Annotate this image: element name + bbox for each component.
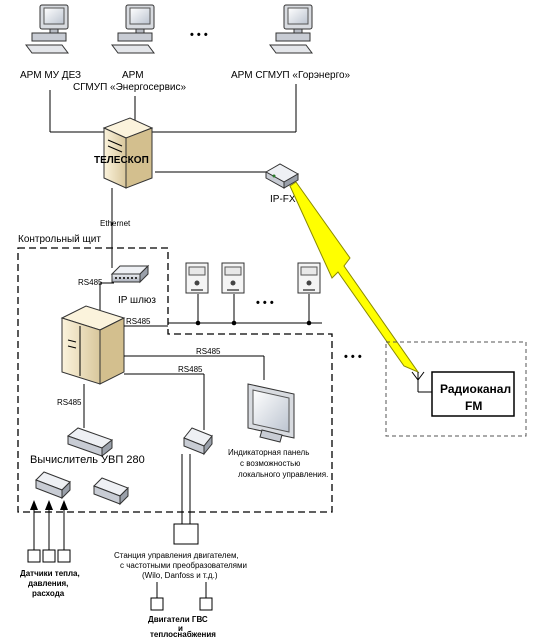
arm-gorenergo: АРМ СГМУП «Горэнерго» <box>231 4 351 81</box>
indicator-panel-label-2: с возможностью <box>240 459 300 468</box>
computer-icon <box>111 4 155 54</box>
ip-fx-device: IP-FX <box>264 163 300 205</box>
calculator-switch: Вычислитель УВП 280 <box>30 427 145 466</box>
rs485-label-meters: RS485 <box>126 317 151 326</box>
sensors-label-3: расхода <box>32 589 65 598</box>
sensors-label-1: Датчики тепла, <box>20 569 80 578</box>
station-label-1: Станция управления двигателем, <box>114 551 239 560</box>
radio-ellipsis: • • • <box>344 351 362 363</box>
motors-label-3: теплоснабжения <box>150 630 216 638</box>
arm-energoservis: АРМ СГМУП «Энергосервис» <box>73 4 186 93</box>
motors-label-1: Двигатели ГВС <box>148 615 208 624</box>
radio-label-1: Радиоканал <box>440 382 511 396</box>
ethernet-label: Ethernet <box>100 219 131 228</box>
telescope-server: ТЕЛЕСКОП <box>94 117 154 189</box>
ip-gateway-label: IP шлюз <box>118 295 156 306</box>
radio-label-2: FM <box>465 399 482 413</box>
controller-cabinet <box>60 305 126 385</box>
sensors: Датчики тепла, давления, расхода <box>20 500 80 598</box>
radio-box <box>431 371 515 417</box>
indicator-panel-label-3: локального управления. <box>238 470 328 479</box>
arm-energoservis-label-1: АРМ <box>122 70 144 81</box>
meter-icon <box>185 262 209 294</box>
indicator-panel: Индикаторная панель с возможностью локал… <box>228 383 328 479</box>
arm-gorenergo-label: АРМ СГМУП «Горэнерго» <box>231 70 351 81</box>
meter-icon <box>221 262 245 294</box>
meter-icon <box>297 262 321 294</box>
calculator-label: Вычислитель УВП 280 <box>30 454 145 466</box>
computer-icon <box>25 4 69 54</box>
control-panel-label: Контрольный щит <box>18 234 101 245</box>
server-label: ТЕЛЕСКОП <box>94 155 149 166</box>
io-module-2 <box>93 477 129 506</box>
station-label-3: (Wilo, Danfoss и т.д.) <box>142 571 218 580</box>
radio-section-border <box>385 341 527 437</box>
indicator-panel-label-1: Индикаторная панель <box>228 448 309 457</box>
workstations-ellipsis: • • • <box>190 29 208 41</box>
ip-gateway: IP шлюз <box>111 265 156 306</box>
station-label-2: с частотными преобразователями <box>120 561 247 570</box>
motor-station: Станция управления двигателем, с частотн… <box>114 454 247 639</box>
lan-lines <box>49 84 297 268</box>
arm-energoservis-label-2: СГМУП «Энергосервис» <box>73 82 186 93</box>
station-switch <box>183 427 213 456</box>
heat-meters: • • • <box>168 262 322 326</box>
arm-mu-dez-label: АРМ МУ ДЕЗ <box>20 70 81 81</box>
radio-antenna-icon <box>411 371 432 393</box>
rs485-label-gateway: RS485 <box>78 278 103 287</box>
computer-icon <box>269 4 313 54</box>
gateway-icon <box>111 265 149 283</box>
ip-fx-label: IP-FX <box>270 194 296 205</box>
rs485-label-station: RS485 <box>178 365 203 374</box>
meters-ellipsis: • • • <box>256 297 274 309</box>
arm-mu-dez: АРМ МУ ДЕЗ <box>20 4 81 81</box>
motors-label-2: и <box>178 624 183 633</box>
control-panel-border <box>17 247 333 513</box>
rs485-label-calculator: RS485 <box>57 398 82 407</box>
sensors-label-2: давления, <box>28 579 68 588</box>
io-module-1 <box>35 471 71 500</box>
rs485-label-panel: RS485 <box>196 347 221 356</box>
